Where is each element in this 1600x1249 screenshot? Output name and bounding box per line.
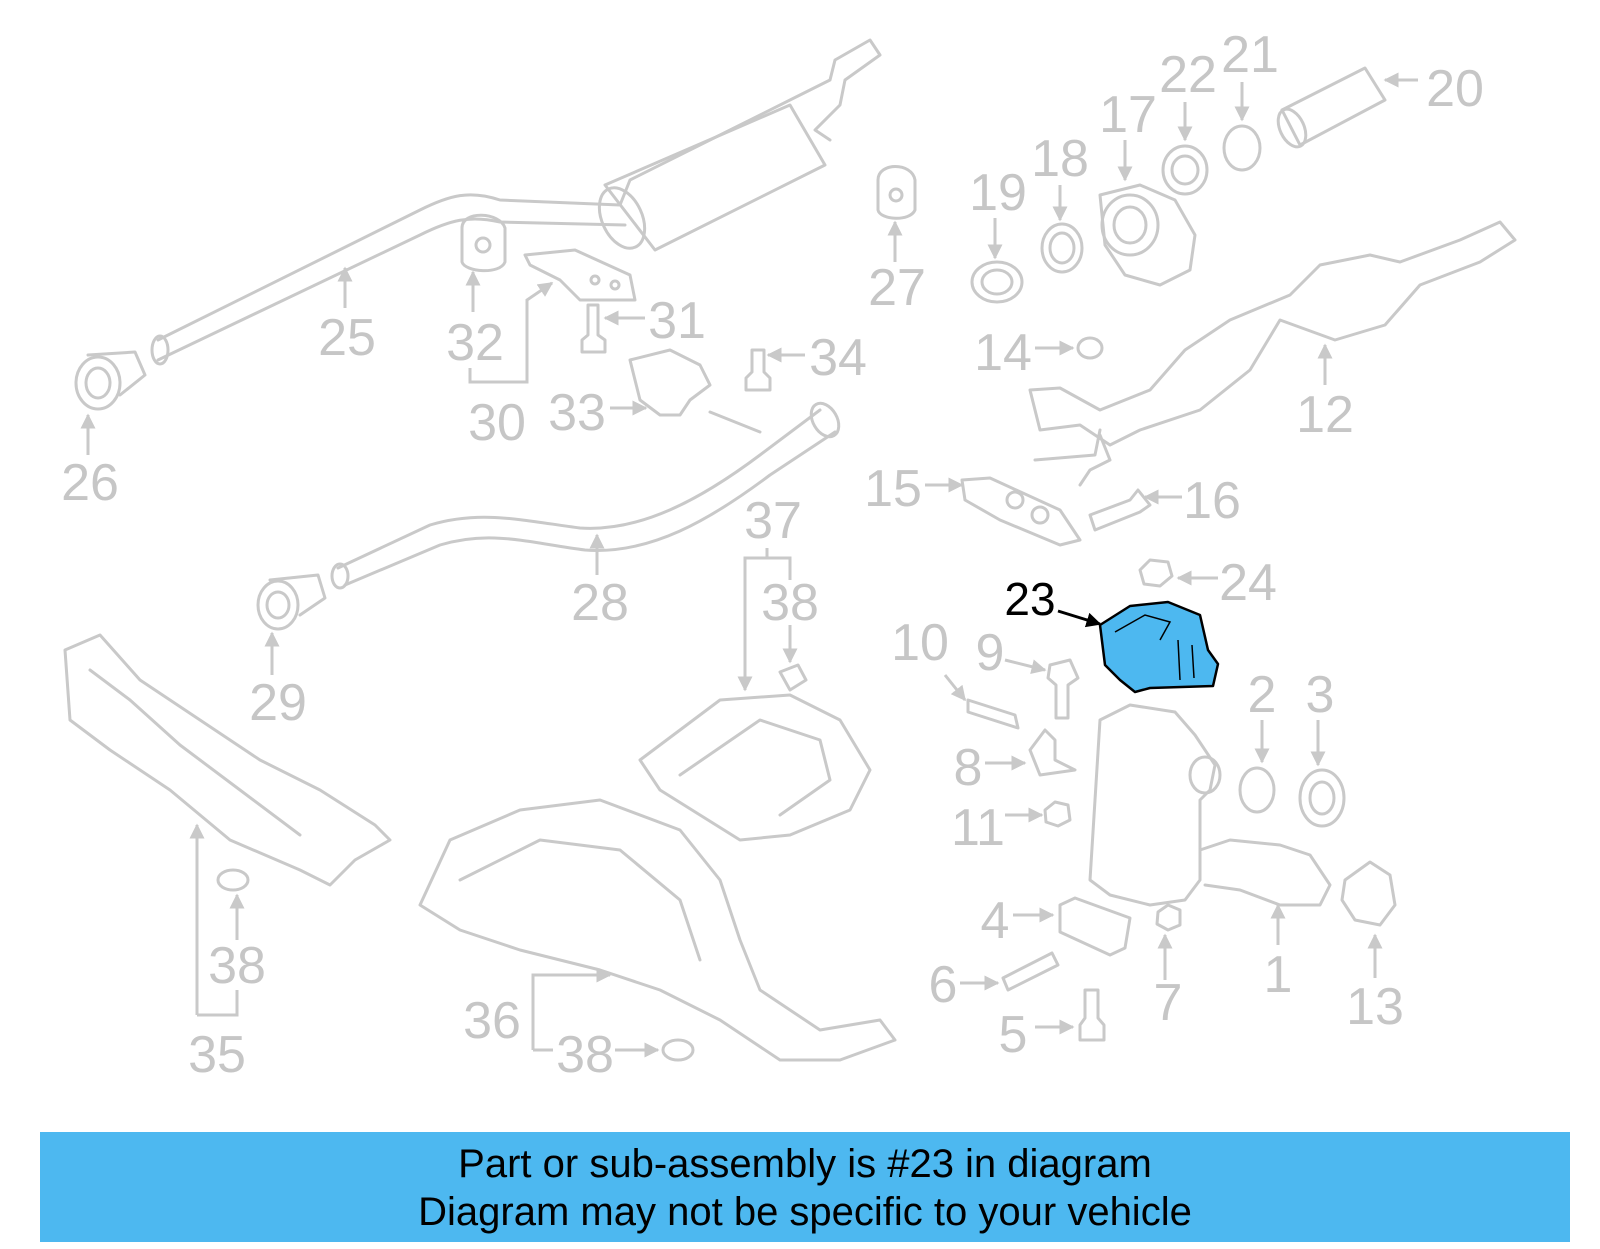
clamp-3 xyxy=(1298,768,1346,828)
pipe-20 xyxy=(1276,66,1387,149)
callout-5: 5 xyxy=(999,1006,1028,1064)
grommet-38-left xyxy=(216,868,250,892)
clamp-26 xyxy=(74,350,147,411)
callout-18: 18 xyxy=(1031,130,1089,188)
leader-lines xyxy=(80,72,1418,1058)
nut-11 xyxy=(1043,800,1072,828)
callout-14: 14 xyxy=(974,324,1032,382)
stud-6 xyxy=(1001,951,1060,992)
grommet-38-bottom xyxy=(661,1038,695,1062)
callout-12: 12 xyxy=(1296,386,1354,444)
callout-6: 6 xyxy=(929,956,958,1014)
callout-11: 11 xyxy=(951,799,1005,857)
part-23-heat-shield-highlighted[interactable] xyxy=(1098,600,1220,694)
particulate-filter-1 xyxy=(1088,703,1332,907)
bracket-4 xyxy=(1058,896,1132,957)
nut-7 xyxy=(1155,903,1182,932)
ring-14 xyxy=(1076,336,1104,360)
callout-21: 21 xyxy=(1221,26,1279,84)
callout-25: 25 xyxy=(318,309,376,367)
gasket-15 xyxy=(960,476,1082,547)
callout-4: 4 xyxy=(981,892,1010,950)
banner-line-2: Diagram may not be specific to your vehi… xyxy=(418,1190,1192,1234)
heat-shield-37 xyxy=(638,693,872,842)
bolt-5 xyxy=(1078,988,1106,1042)
callout-23-highlighted: 23 xyxy=(1004,573,1055,625)
callout-17: 17 xyxy=(1099,86,1157,144)
rear-muffler-assembly xyxy=(150,38,882,366)
callout-8: 8 xyxy=(954,739,983,797)
bracket-33 xyxy=(628,348,712,417)
stud-10 xyxy=(966,698,1020,730)
callout-2: 2 xyxy=(1248,666,1277,724)
callout-26: 26 xyxy=(61,454,119,512)
callout-3: 3 xyxy=(1306,666,1335,724)
callout-38-bottom: 38 xyxy=(556,1026,614,1084)
info-banner: Part or sub-assembly is #23 in diagram D… xyxy=(40,1132,1570,1242)
hanger-32 xyxy=(460,213,507,273)
bracket-30 xyxy=(523,248,637,302)
callout-33: 33 xyxy=(548,384,606,442)
callout-22: 22 xyxy=(1159,46,1217,104)
callout-34: 34 xyxy=(809,329,867,387)
callout-16: 16 xyxy=(1183,472,1241,530)
callout-10: 10 xyxy=(891,614,949,672)
bracket-8 xyxy=(1028,728,1077,777)
clamp-19 xyxy=(970,260,1024,304)
intermediate-pipe-28 xyxy=(330,401,841,590)
callout-19: 19 xyxy=(969,164,1027,222)
callout-28: 28 xyxy=(571,574,629,632)
front-pipe-12 xyxy=(1028,220,1517,487)
callout-7: 7 xyxy=(1154,974,1183,1032)
nut-24 xyxy=(1138,558,1174,588)
callout-29: 29 xyxy=(249,674,307,732)
callout-9: 9 xyxy=(976,624,1005,682)
bolt-16 xyxy=(1088,488,1152,532)
clamp-22 xyxy=(1161,144,1209,196)
gasket-2 xyxy=(1238,766,1276,814)
heat-shield-35 xyxy=(63,633,392,887)
callout-37: 37 xyxy=(744,492,802,550)
callout-20: 20 xyxy=(1426,60,1484,118)
bolt-34 xyxy=(744,348,772,392)
gasket-18 xyxy=(1040,222,1084,274)
callout-15: 15 xyxy=(864,460,922,518)
callout-35: 35 xyxy=(188,1026,246,1084)
grommet-38-center xyxy=(778,663,808,692)
leader-23 xyxy=(1057,609,1102,628)
callout-1: 1 xyxy=(1264,946,1293,1004)
callout-13: 13 xyxy=(1346,978,1404,1036)
clamp-29 xyxy=(256,573,327,631)
callout-30: 30 xyxy=(468,394,526,452)
banner-line-1: Part or sub-assembly is #23 in diagram xyxy=(458,1142,1152,1186)
bolt-9 xyxy=(1046,658,1080,720)
callout-36: 36 xyxy=(463,992,521,1050)
callout-31: 31 xyxy=(648,292,706,350)
hanger-27 xyxy=(876,165,917,220)
callout-24: 24 xyxy=(1219,554,1277,612)
callout-labels: 20 21 22 17 18 19 14 12 15 16 24 23 10 9… xyxy=(61,26,1484,1084)
callout-38-left: 38 xyxy=(208,937,266,995)
gasket-13 xyxy=(1340,860,1397,927)
callout-32: 32 xyxy=(446,314,504,372)
callout-27: 27 xyxy=(868,259,926,317)
callout-38-center: 38 xyxy=(761,574,819,632)
gasket-21 xyxy=(1222,124,1262,172)
throttle-17 xyxy=(1098,183,1197,287)
bolt-31 xyxy=(580,303,607,354)
